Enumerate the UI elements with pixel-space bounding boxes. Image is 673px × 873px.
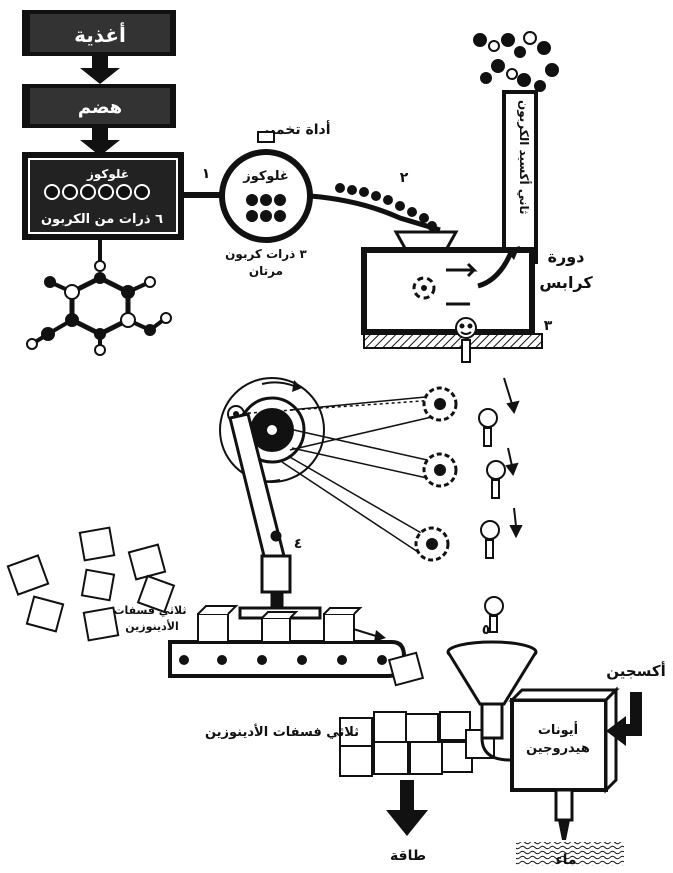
step-1-label: ١ — [202, 166, 211, 182]
gear-2-icon — [424, 454, 456, 486]
krebs-vat — [364, 232, 542, 348]
atp-label-line2: الأدينوزين — [125, 619, 179, 633]
energy-label: طاقة — [390, 848, 426, 864]
hydrogen-ion-tank: أيونات هيدروجين — [512, 690, 616, 790]
water-label: ماء — [555, 852, 576, 868]
step-5-label: ٥ — [482, 622, 491, 638]
hydrogen-label-2: هيدروجين — [526, 741, 590, 756]
co2-tube: ثاني أكسيد الكربون — [504, 92, 536, 262]
atp-pile — [340, 712, 494, 776]
fermenter-chute — [310, 196, 440, 230]
glucose-caption: ٦ ذرات من الكربون — [41, 212, 163, 227]
fermenter-caption-1: ٣ ذرات كربون — [225, 247, 307, 262]
gear-3-icon — [416, 528, 448, 560]
food-label: أغذية — [74, 21, 126, 47]
arrow-digestion-to-glucose — [80, 128, 120, 156]
krebs-label-2: كرابس — [539, 273, 593, 292]
co2-label: ثاني أكسيد الكربون — [516, 100, 532, 214]
oxygen-label: أكسجين — [606, 661, 666, 680]
gear-1-icon — [424, 388, 456, 420]
food-box: أغذية — [22, 10, 176, 56]
step-4-label: ٤ — [294, 536, 303, 552]
glucose-label: غلوكوز — [86, 167, 129, 182]
step-3-label: ٣ — [544, 318, 553, 334]
proton-figures-icon — [479, 378, 521, 558]
fermenter-glucose-label: غلوكوز — [242, 169, 289, 184]
energy-arrow — [386, 780, 428, 836]
digestion-box: هضم — [22, 84, 176, 128]
arrow-food-to-digestion — [80, 56, 120, 84]
digestion-label: هضم — [78, 97, 122, 118]
fermenter-caption-2: مرتان — [249, 264, 283, 278]
co2-molecules-icon — [474, 32, 558, 91]
atp-pile-label: ثلاثي فسفات الأدينوزين — [205, 723, 359, 740]
hydrogen-label-1: أيونات — [538, 721, 578, 738]
fermenter: أداة تخمير غلوكوز ٣ ذرات كربون مرتان — [222, 120, 331, 278]
glucose-box: غلوكوز ٦ ذرات من الكربون — [22, 152, 184, 240]
krebs-label-1: دورة — [548, 247, 585, 266]
step-2-label: ٢ — [400, 170, 409, 186]
atp-label-line1: ثلاثي فسفات — [113, 604, 186, 617]
